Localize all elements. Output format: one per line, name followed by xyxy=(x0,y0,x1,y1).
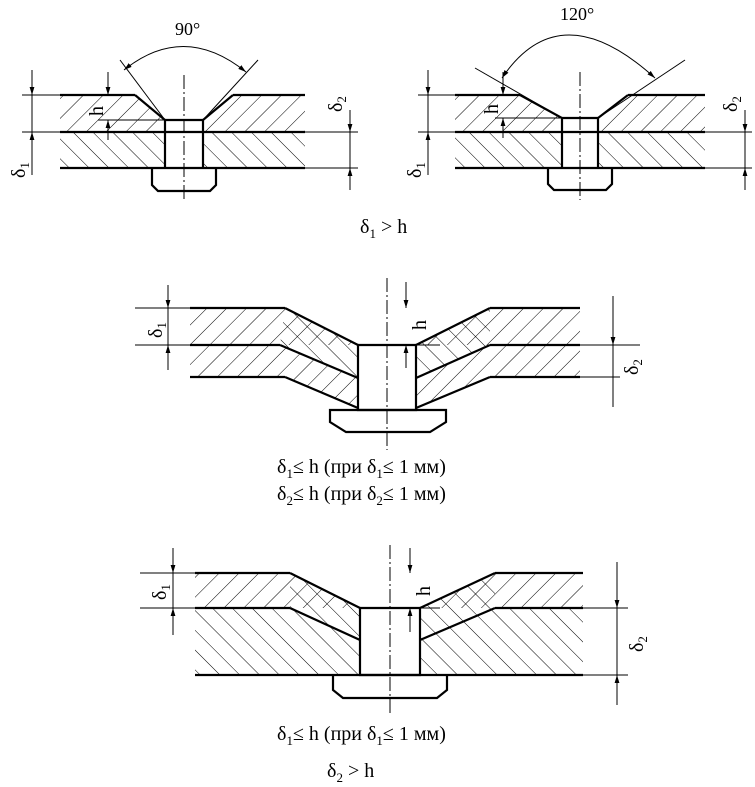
rivet-shop-head xyxy=(328,408,448,434)
h-label: h xyxy=(481,104,503,114)
bottom-plate-left-section xyxy=(455,132,562,168)
top-cone-left xyxy=(290,573,360,640)
figure2-joint: δ1 h δ2 xyxy=(135,278,645,450)
top-plate-left-section xyxy=(455,95,562,132)
top-cone-right xyxy=(420,573,495,640)
delta2-label: δ2 xyxy=(325,96,349,112)
delta2-label: δ2 xyxy=(720,96,744,112)
bottom-plate-right-section xyxy=(420,608,583,675)
figure2-caption-line2: δ2≤ h (при δ2≤ 1 мм) xyxy=(277,483,446,508)
figure3-joint: δ1 h δ2 xyxy=(140,545,650,715)
h-label: h xyxy=(86,106,108,116)
angle-arc-120 xyxy=(501,34,656,79)
delta1-label: δ1 xyxy=(145,322,169,338)
delta2-label: δ2 xyxy=(621,359,645,375)
bottom-plate-left-section xyxy=(60,132,165,168)
delta1-label: δ1 xyxy=(8,162,32,178)
angle-label-120: 120° xyxy=(560,4,594,24)
h-label: h xyxy=(409,320,431,330)
delta2-label: δ2 xyxy=(626,636,650,652)
rivet-shop-head xyxy=(331,675,449,700)
rivet-shank xyxy=(358,606,422,677)
figure1-right-joint: 120° δ1 h δ2 xyxy=(404,4,752,200)
top-plate-right-section xyxy=(203,95,305,132)
bottom-plate-left-section xyxy=(195,608,360,675)
angle-arc-90 xyxy=(123,46,247,73)
top-plate-right-section xyxy=(598,95,705,132)
delta1-label: δ1 xyxy=(149,584,173,600)
figure1-left-joint: 90° δ1 h δ2 xyxy=(8,19,358,200)
top-cone-left xyxy=(280,308,358,378)
top-cone-right xyxy=(416,308,490,378)
angle-label-90: 90° xyxy=(175,19,200,39)
bottom-plate-right-section xyxy=(598,132,705,168)
figure1-caption: δ1 > h xyxy=(360,216,407,241)
delta1-label: δ1 xyxy=(404,162,428,178)
figure3-caption-line1: δ1≤ h (при δ1≤ 1 мм) xyxy=(277,723,446,748)
bottom-plate-right-section xyxy=(203,132,305,168)
figure3-caption-line2: δ2 > h xyxy=(327,760,374,785)
h-label: h xyxy=(413,586,435,596)
figure2-caption-line1: δ1≤ h (при δ1≤ 1 мм) xyxy=(277,456,446,481)
top-plate-left-section xyxy=(60,95,165,132)
